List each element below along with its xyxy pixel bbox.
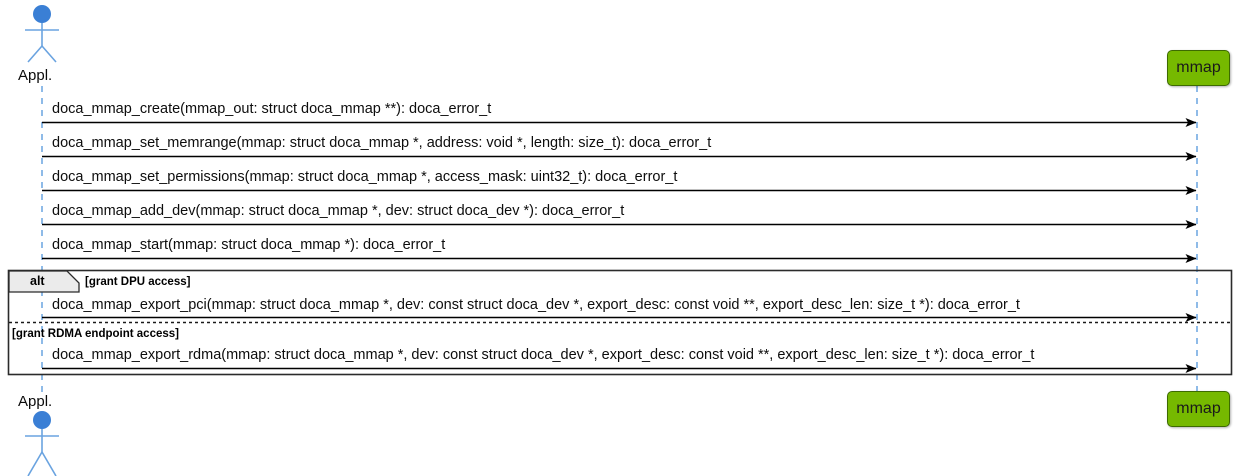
fragment-outline xyxy=(7,269,1233,376)
message-label-1: doca_mmap_create(mmap_out: struct doca_m… xyxy=(52,101,492,117)
actor-figure-appl-bottom xyxy=(25,411,59,476)
participant-box-mmap-top[interactable]: mmap xyxy=(1167,50,1230,86)
message-arrows xyxy=(42,118,1197,373)
combined-fragment-alt xyxy=(7,269,1233,376)
fragment-operator-label: alt xyxy=(30,274,45,288)
lifelines xyxy=(41,86,1198,394)
message-label-2: doca_mmap_set_memrange(mmap: struct doca… xyxy=(52,135,712,151)
message-label-4: doca_mmap_add_dev(mmap: struct doca_mmap… xyxy=(52,203,625,219)
participant-box-mmap-bottom-label: mmap xyxy=(1176,400,1221,417)
participant-box-mmap-top-label: mmap xyxy=(1176,59,1221,76)
message-label-6: doca_mmap_export_pci(mmap: struct doca_m… xyxy=(52,297,1020,313)
participant-label-appl-bottom: Appl. xyxy=(18,393,53,410)
fragment-guard-label-2: [grant RDMA endpoint access] xyxy=(12,328,179,340)
fragment-operator-tab xyxy=(8,270,80,293)
message-label-3: doca_mmap_set_permissions(mmap: struct d… xyxy=(52,169,678,185)
fragment-guard-label-1: [grant DPU access] xyxy=(85,276,191,288)
message-label-7: doca_mmap_export_rdma(mmap: struct doca_… xyxy=(52,347,1035,363)
actor-figure-appl-top xyxy=(25,5,59,63)
message-label-5: doca_mmap_start(mmap: struct doca_mmap *… xyxy=(52,237,446,253)
participant-label-appl-top: Appl. xyxy=(18,67,53,84)
participant-box-mmap-bottom[interactable]: mmap xyxy=(1167,391,1230,427)
